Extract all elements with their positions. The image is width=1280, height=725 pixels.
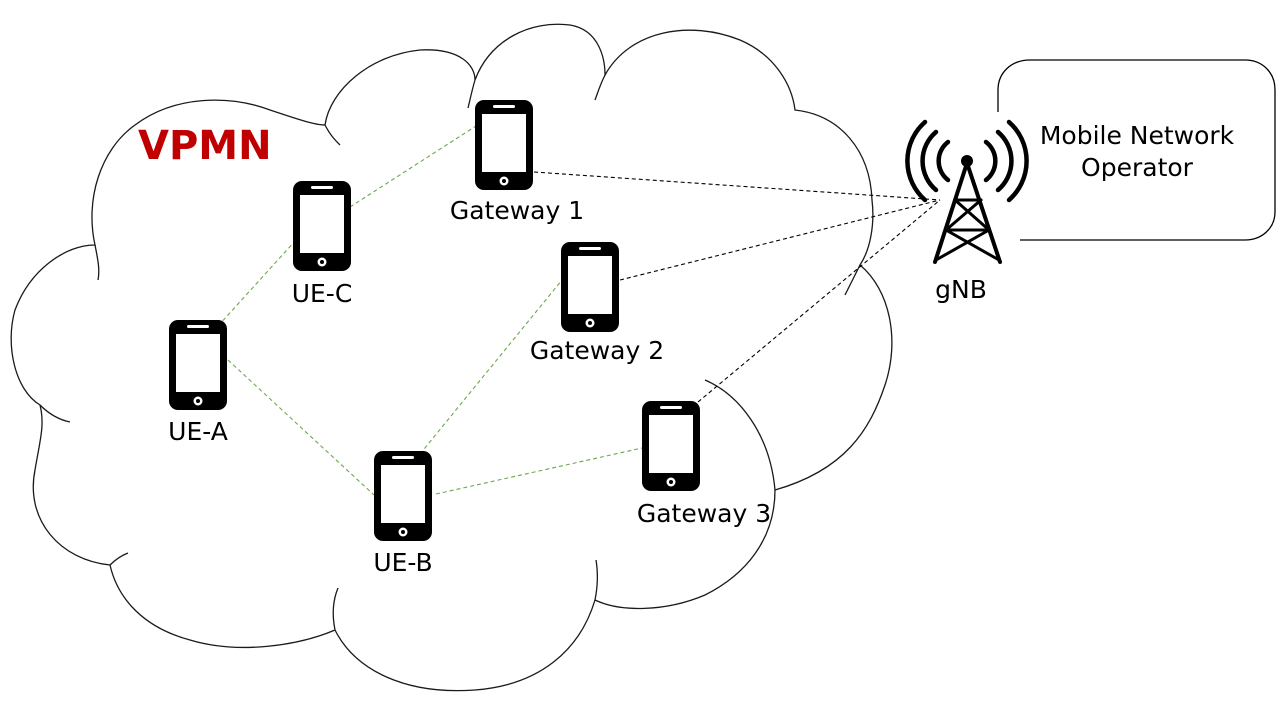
node-gateway1[interactable]: Gateway 1 (450, 100, 584, 225)
smartphone-icon (293, 181, 351, 271)
gnb-links (533, 171, 941, 403)
cell-tower-icon (905, 119, 1029, 264)
link-uec-gateway1 (349, 125, 477, 208)
smartphone-icon (475, 100, 533, 190)
gnb-node[interactable]: gNB (905, 119, 1029, 304)
node-uea[interactable]: UE-A (168, 320, 228, 446)
smartphone-icon (561, 242, 619, 332)
node-label-uea: UE-A (168, 417, 228, 446)
smartphone-icon (374, 451, 432, 541)
link-gateway1-gnb (533, 171, 941, 201)
node-gateway2[interactable]: Gateway 2 (530, 242, 664, 365)
node-uec[interactable]: UE-C (292, 181, 353, 308)
link-gateway3-gnb (697, 199, 941, 403)
device-links (217, 125, 643, 496)
smartphone-icon (169, 320, 227, 410)
node-gateway3[interactable]: Gateway 3 (637, 401, 771, 528)
operator-box[interactable]: Mobile Network Operator (997, 59, 1276, 241)
operator-label-line1: Mobile Network (1040, 121, 1235, 150)
link-uea-ueb (227, 359, 375, 496)
node-ueb[interactable]: UE-B (373, 451, 433, 577)
link-ueb-gateway2 (419, 279, 563, 455)
link-ueb-gateway3 (435, 447, 643, 495)
network-label: VPMN (138, 123, 272, 169)
gnb-label: gNB (935, 275, 987, 304)
operator-label-line2: Operator (1081, 153, 1194, 182)
node-label-gateway2: Gateway 2 (530, 336, 664, 365)
link-gateway2-gnb (619, 199, 941, 281)
link-uea-uec (217, 239, 297, 327)
node-label-gateway3: Gateway 3 (637, 499, 771, 528)
node-label-ueb: UE-B (373, 548, 432, 577)
node-label-uec: UE-C (292, 279, 353, 308)
antenna-tip (961, 155, 973, 167)
node-label-gateway1: Gateway 1 (450, 196, 584, 225)
smartphone-icon (642, 401, 700, 491)
